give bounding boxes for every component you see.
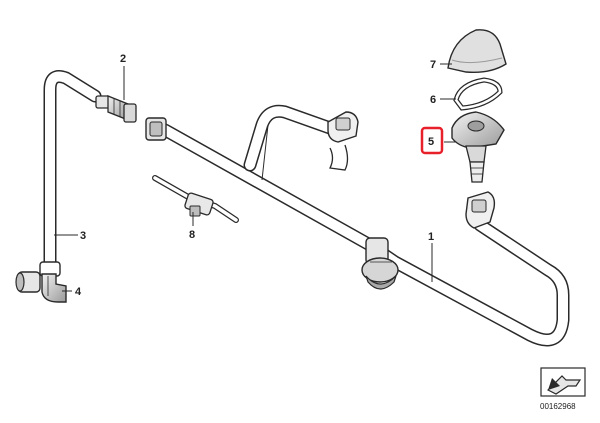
callout-5: 5 [428, 136, 434, 148]
callout-1: 1 [428, 231, 434, 243]
inline-connector-part-2 [95, 95, 137, 123]
washer-nozzle-part-5 [451, 111, 505, 183]
callout-3: 3 [80, 230, 86, 242]
leader-lines [54, 63, 456, 292]
callout-2: 2 [120, 53, 126, 65]
reference-number: 00162968 [540, 402, 576, 411]
reference-block: 00162968 [540, 367, 586, 411]
callout-4: 4 [75, 286, 82, 298]
callout-5-highlight-box [420, 126, 444, 155]
gasket-part-6 [453, 77, 503, 111]
cable-tie-part-8 [152, 175, 239, 223]
cover-cap-part-7 [447, 29, 507, 74]
hose-part-1 [145, 104, 570, 347]
callouts: 2 3 4 8 1 6 7 5 [75, 53, 444, 298]
callout-7: 7 [430, 59, 436, 71]
view-arrow-icon [546, 375, 582, 395]
hose-part-3 [43, 70, 102, 272]
elbow-connector-part-4 [15, 261, 67, 303]
callout-6: 6 [430, 94, 436, 106]
callout-8: 8 [189, 229, 195, 241]
